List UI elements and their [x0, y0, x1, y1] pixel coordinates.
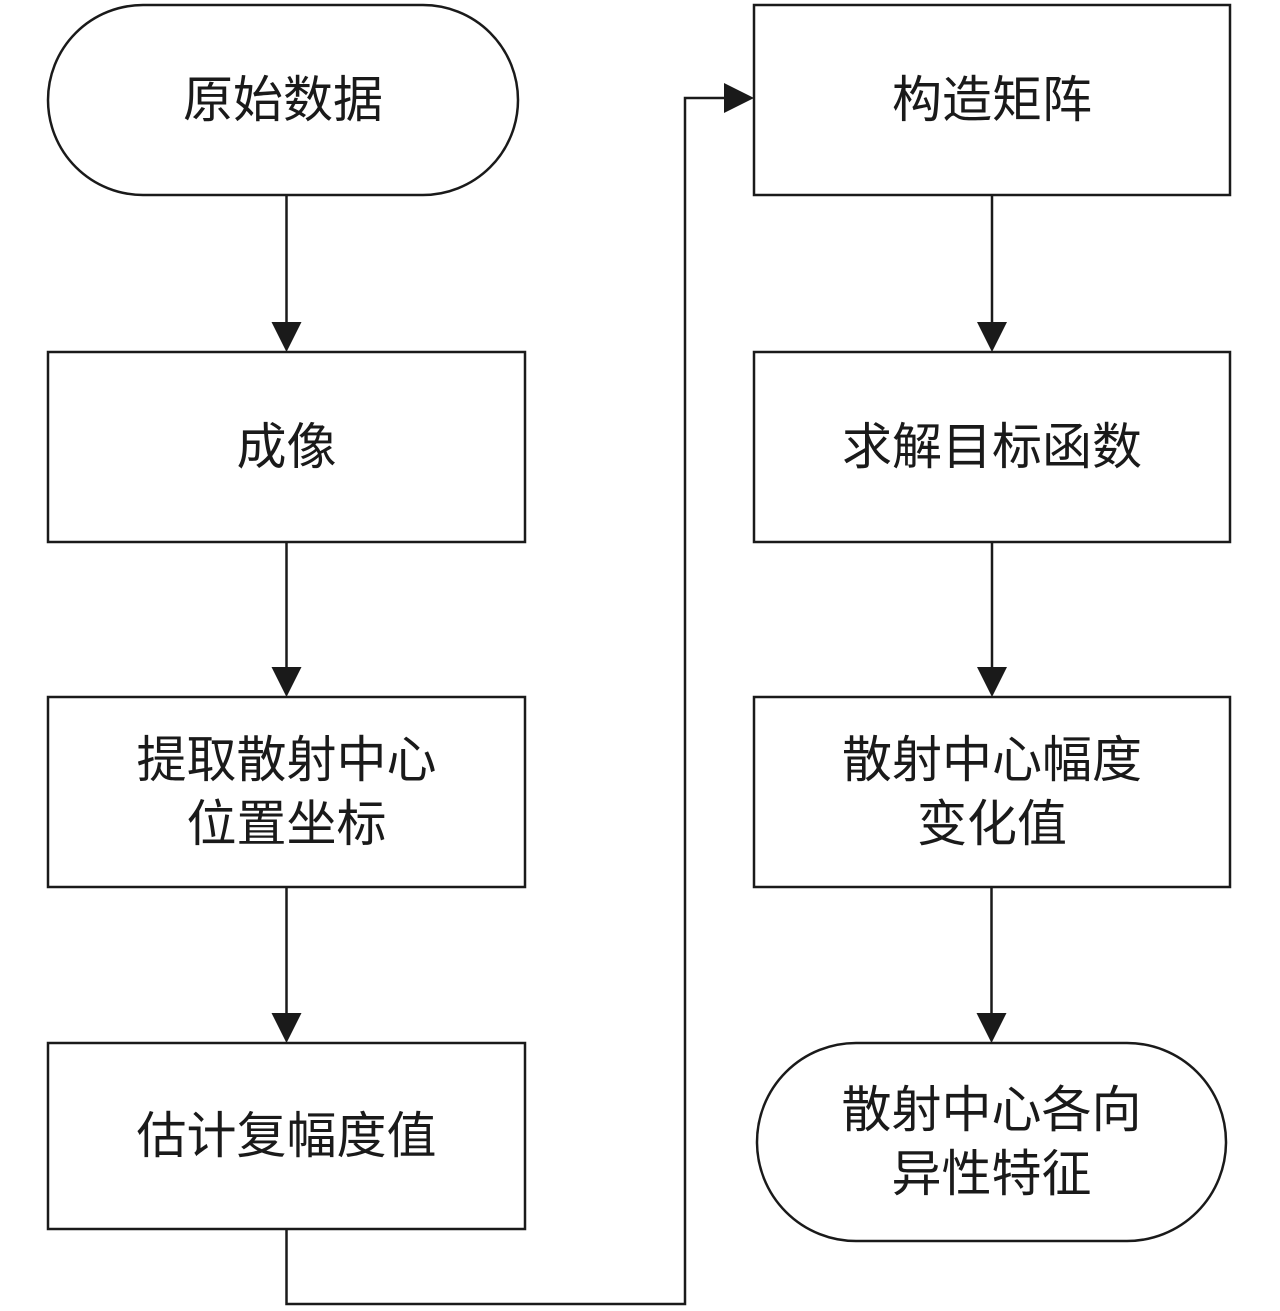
flow-node-6: 求解目标函数 [752, 350, 1232, 544]
flow-edge-6 [977, 542, 1007, 697]
flow-node-2: 成像 [46, 350, 527, 544]
process-shape [46, 350, 527, 544]
process-shape [752, 695, 1232, 889]
node-label: 构造矩阵 [892, 71, 1092, 129]
node-label: 估计复幅度值 [137, 1107, 437, 1165]
node-label: 散射中心幅度 [842, 731, 1142, 789]
arrowhead [271, 322, 302, 352]
arrowhead [977, 322, 1007, 352]
flow-edge-1 [271, 195, 302, 352]
flow-node-5: 构造矩阵 [752, 3, 1232, 197]
terminal-shape [755, 1041, 1228, 1243]
flow-edge-5 [977, 195, 1007, 352]
flow-edge-7 [976, 887, 1007, 1043]
node-label: 成像 [237, 418, 337, 476]
arrowhead [271, 667, 302, 697]
arrowhead [976, 1013, 1007, 1043]
process-shape [752, 3, 1232, 197]
arrowhead [271, 1013, 302, 1043]
node-label: 求解目标函数 [842, 418, 1142, 476]
flow-edge-3 [271, 887, 302, 1043]
flow-edge-4 [285, 83, 754, 1306]
flow-node-1: 原始数据 [46, 3, 520, 197]
node-label: 位置坐标 [187, 795, 387, 853]
terminal-shape [46, 3, 520, 197]
connectors [271, 83, 1007, 1306]
node-label: 提取散射中心 [137, 731, 437, 789]
connector-line [285, 96, 726, 1306]
flow-node-4: 估计复幅度值 [46, 1041, 527, 1231]
process-shape [46, 1041, 527, 1231]
node-label: 变化值 [917, 795, 1067, 853]
nodes: 原始数据成像提取散射中心位置坐标估计复幅度值构造矩阵求解目标函数散射中心幅度变化… [46, 3, 1232, 1243]
process-shape [752, 350, 1232, 544]
process-shape [46, 695, 527, 889]
node-label: 异性特征 [892, 1145, 1092, 1203]
node-label: 散射中心各向 [842, 1081, 1142, 1139]
node-label: 原始数据 [183, 71, 383, 129]
arrowhead [977, 667, 1007, 697]
arrowhead [724, 83, 754, 113]
flow-edge-2 [271, 542, 302, 697]
